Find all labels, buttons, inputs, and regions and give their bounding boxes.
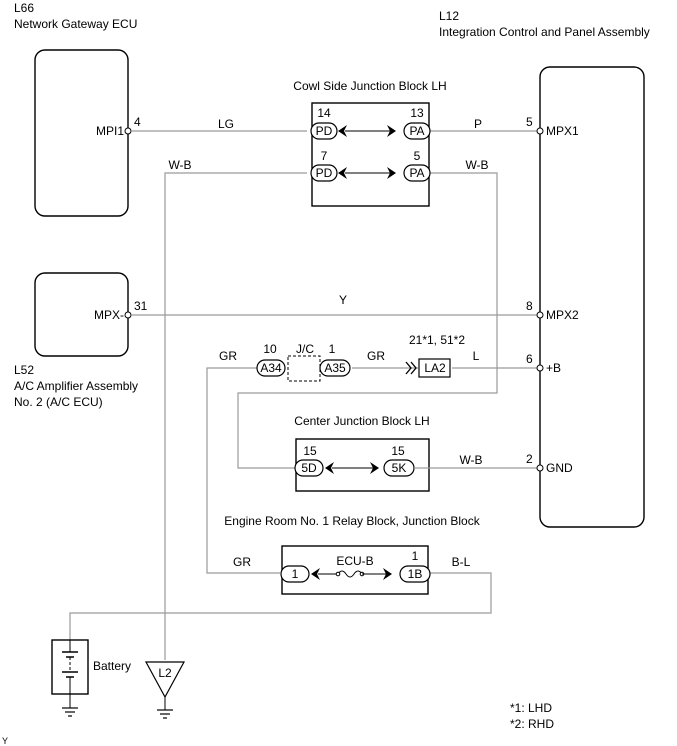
ac-amplifier-name-1: A/C Amplifier Assembly — [14, 379, 138, 393]
pin-mpx2-num: 8 — [526, 299, 533, 313]
pin-gnd-num: 2 — [526, 452, 533, 466]
ac-amplifier-name-2: No. 2 (A/C ECU) — [14, 395, 103, 409]
wires — [69, 130, 537, 660]
a35-connector — [319, 359, 351, 377]
battery-label: Battery — [93, 659, 131, 673]
jc-label: J/C — [296, 342, 314, 356]
center-internal-link — [325, 462, 379, 474]
pa13-num: 13 — [410, 106, 424, 120]
c5d-label: 5D — [301, 461, 317, 475]
pa5-connector — [403, 164, 431, 182]
pin-mpx-minus-name: MPX- — [94, 308, 124, 322]
pin-gnd-name: GND — [546, 461, 573, 475]
pin-mpx-minus — [124, 311, 132, 319]
a34-label: A34 — [260, 361, 282, 375]
ground-l2-triangle-icon — [144, 661, 186, 699]
wire-l-label: L — [473, 349, 480, 363]
a35-label: A35 — [324, 361, 346, 375]
pa13-connector — [403, 122, 431, 140]
jc-box — [287, 355, 321, 382]
c5d-connector — [294, 459, 324, 477]
integration-panel-name: Integration Control and Panel Assembly — [439, 25, 650, 39]
c1b-label: 1B — [408, 567, 423, 581]
a35-num: 1 — [329, 342, 336, 356]
engine-relay-title: Engine Room No. 1 Relay Block, Junction … — [224, 514, 480, 528]
la2-label: LA2 — [424, 361, 446, 375]
pin-gnd — [536, 464, 544, 472]
pin-plus-b-num: 6 — [526, 352, 533, 366]
cowl-junction-box — [311, 102, 430, 207]
c1-label: 1 — [292, 567, 299, 581]
la2-num: 21*1, 51*2 — [409, 333, 465, 347]
fuse-icon — [311, 568, 392, 580]
pin-mpx2 — [536, 311, 544, 319]
pa5-label: PA — [409, 166, 424, 180]
pin-mpx-minus-num: 31 — [134, 299, 148, 313]
pin-mpx1 — [536, 127, 544, 135]
wire-bl-label: B-L — [452, 555, 471, 569]
c1-connector — [280, 565, 310, 583]
wire-gr-mid-label: GR — [367, 349, 385, 363]
pa13-label: PA — [409, 124, 424, 138]
wire-gr-bottom-label: GR — [233, 555, 251, 569]
c5d-num: 15 — [303, 444, 317, 458]
pa5-num: 5 — [414, 149, 421, 163]
pd14-connector — [310, 122, 338, 140]
pin-mpx2-name: MPX2 — [546, 308, 579, 322]
battery-icon — [62, 640, 78, 708]
wire-wb-left-label: W-B — [168, 158, 191, 172]
ground-icon — [62, 707, 78, 717]
ac-amplifier-code: L52 — [14, 363, 34, 377]
pin-mpi1-num: 4 — [134, 115, 141, 129]
pd7-connector — [310, 164, 338, 182]
network-gateway-code: L66 — [14, 1, 34, 15]
a34-num: 10 — [263, 342, 277, 356]
ground-icon — [157, 697, 173, 719]
wire-wb-gnd-label: W-B — [459, 453, 482, 467]
pd7-label: PD — [316, 166, 333, 180]
a34-connector — [256, 359, 286, 377]
integration-panel-code: L12 — [439, 9, 459, 23]
center-junction-title: Center Junction Block LH — [294, 414, 429, 428]
network-gateway-name: Network Gateway ECU — [14, 17, 137, 31]
wire-wb-right-label: W-B — [465, 158, 488, 172]
footer-mark: Y — [2, 736, 8, 746]
c1b-num: 1 — [412, 549, 419, 563]
pin-mpi1 — [124, 127, 132, 135]
pin-plus-b-name: +B — [546, 361, 561, 375]
pd14-num: 14 — [317, 106, 331, 120]
wire-gr-left — [206, 367, 280, 574]
note-lhd: *1: LHD — [510, 701, 552, 715]
pin-mpi1-name: MPI1 — [96, 124, 124, 138]
la2-chevron-icon — [405, 361, 417, 375]
pin-mpx1-num: 5 — [526, 115, 533, 129]
wire-y-label: Y — [339, 293, 347, 307]
la2-connector — [418, 358, 451, 378]
wire-gr-left-label: GR — [219, 349, 237, 363]
pd14-label: PD — [316, 124, 333, 138]
note-rhd: *2: RHD — [510, 717, 554, 731]
pin-plus-b — [536, 364, 544, 372]
c5k-num: 15 — [391, 444, 405, 458]
wire-bl — [69, 572, 492, 640]
wire-wb-right — [237, 172, 498, 469]
integration-panel-box — [539, 66, 645, 528]
wire-wb-left — [164, 172, 307, 660]
pd7-num: 7 — [321, 149, 328, 163]
cowl-junction-title: Cowl Side Junction Block LH — [293, 79, 446, 93]
wire-lg-label: LG — [218, 117, 234, 131]
wire-p-label: P — [474, 117, 482, 131]
fuse-label: ECU-B — [336, 554, 373, 568]
pin-mpx1-name: MPX1 — [546, 124, 579, 138]
cowl-internal-links — [338, 125, 396, 179]
c5k-label: 5K — [392, 461, 407, 475]
c1b-connector — [399, 565, 431, 583]
ground-l2-label: L2 — [158, 666, 172, 680]
